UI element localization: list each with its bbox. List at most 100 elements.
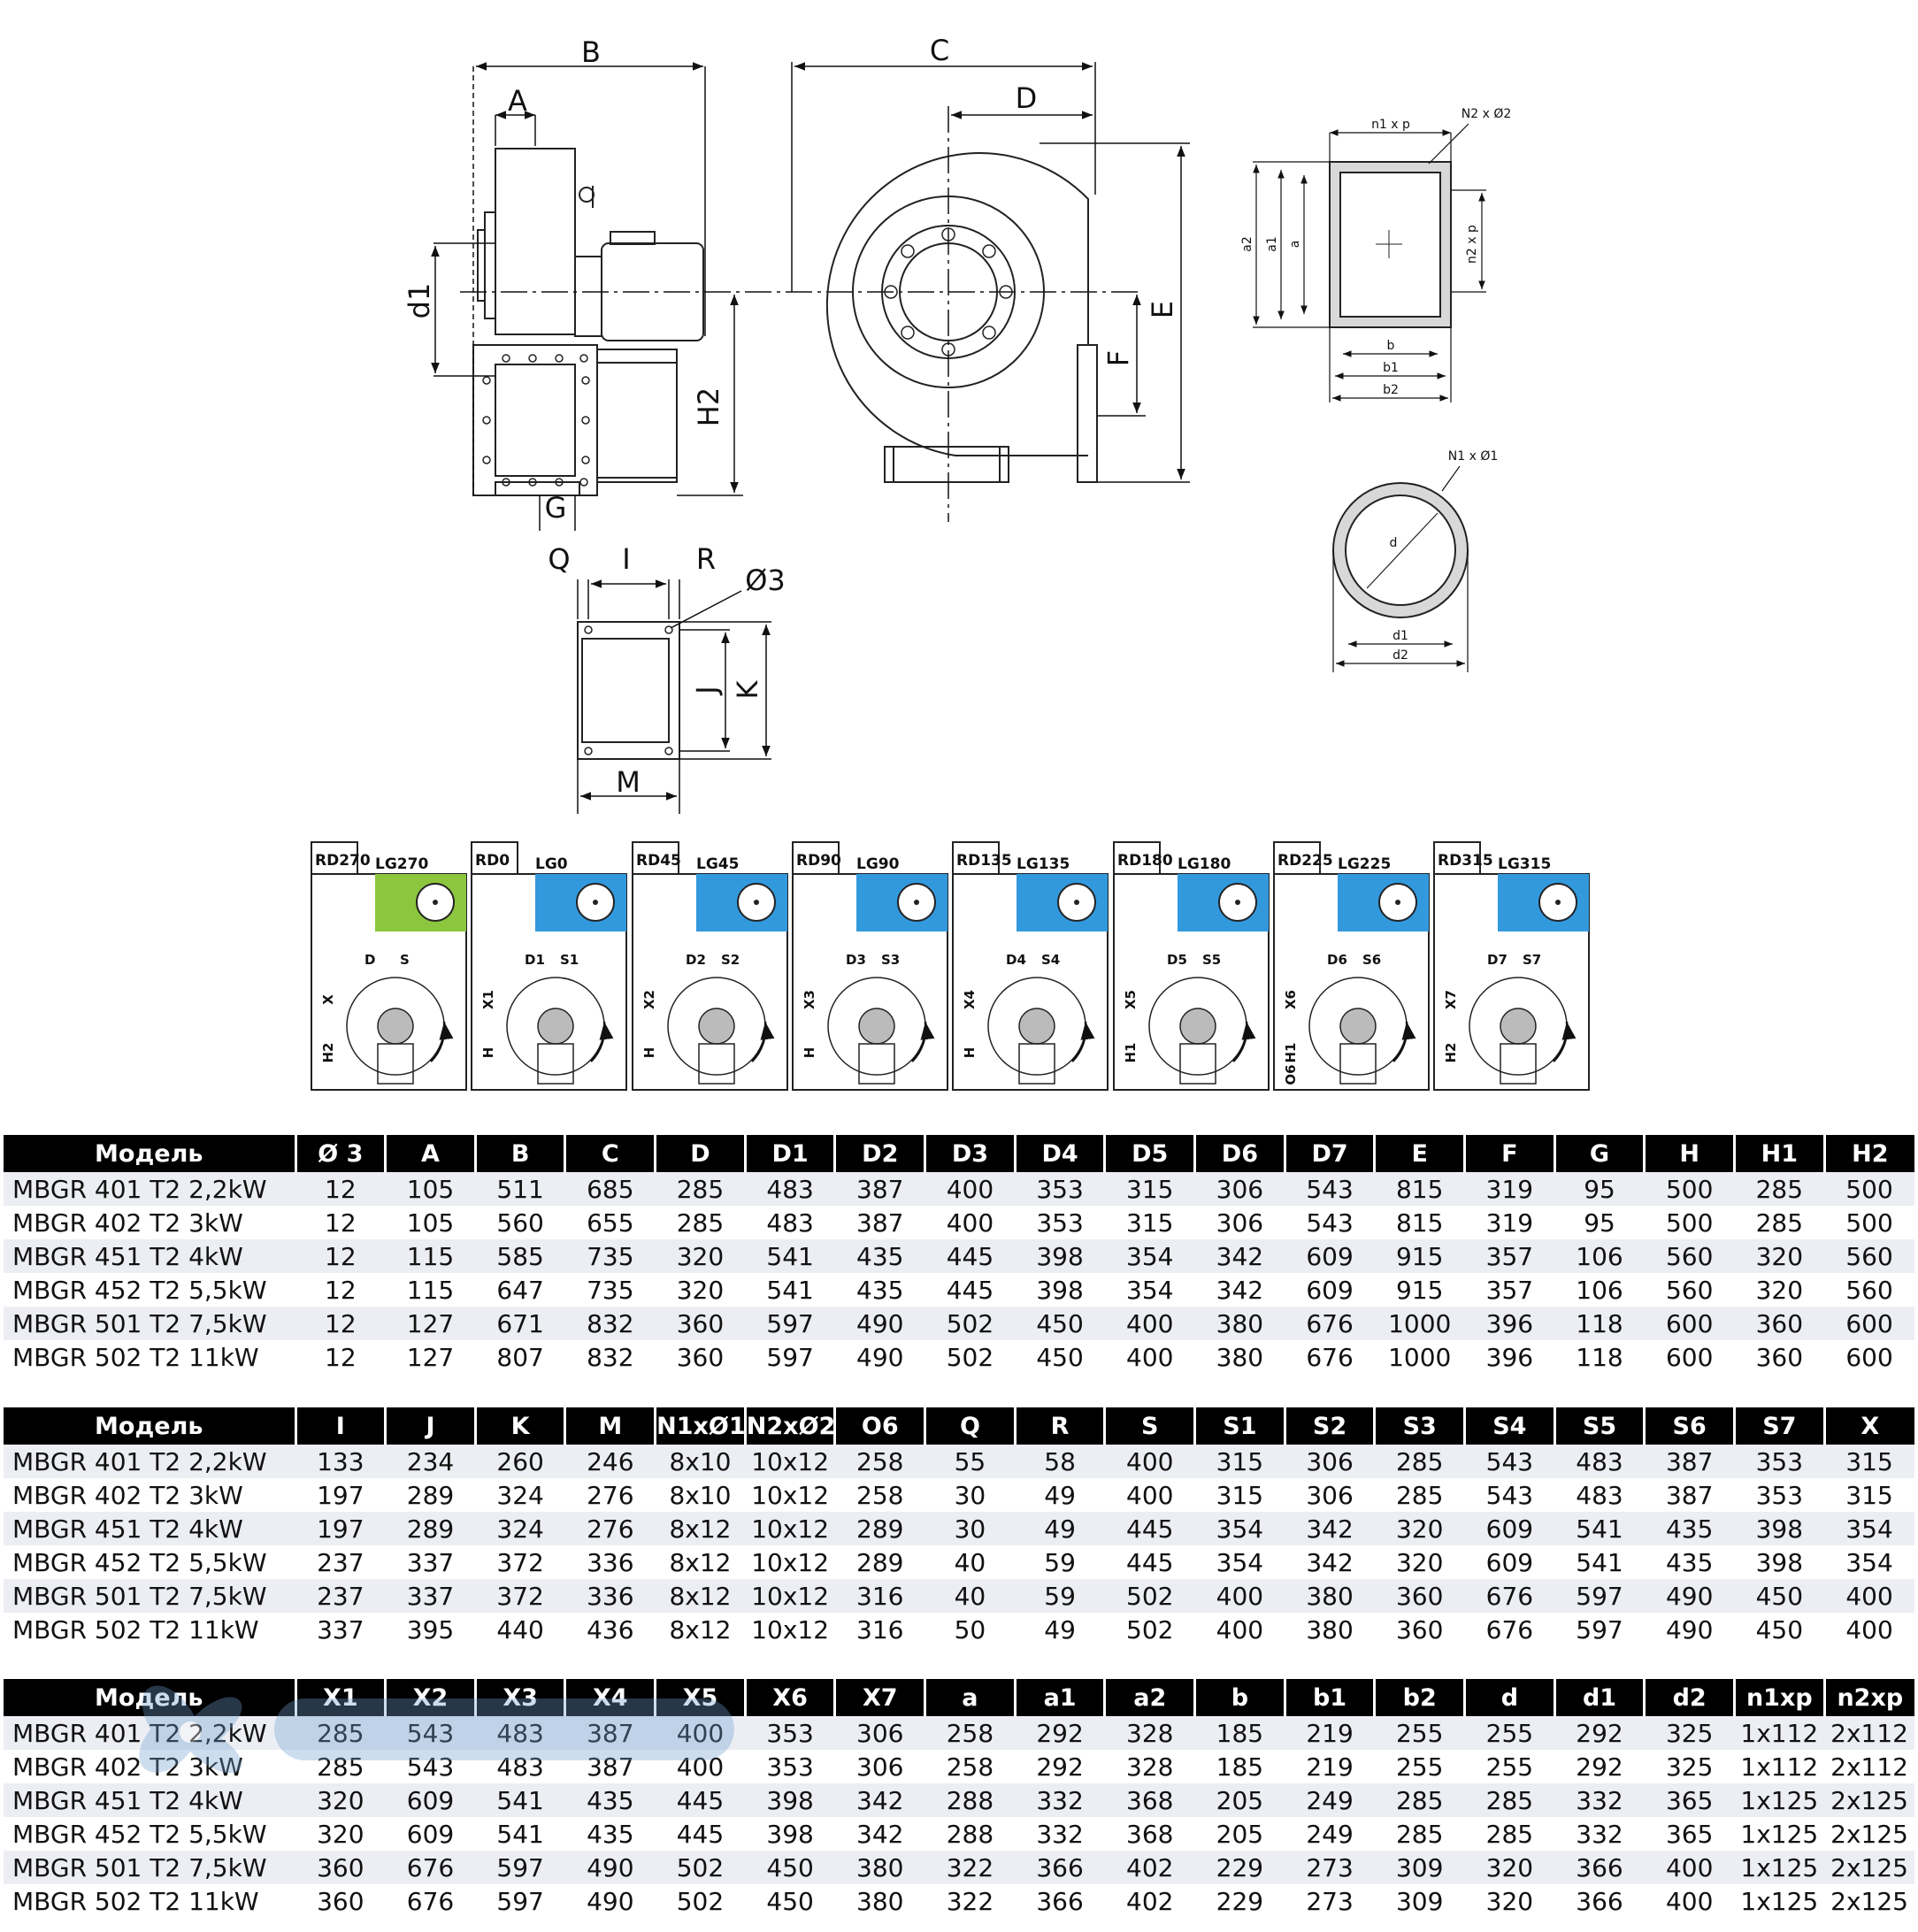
table-cell: 285 <box>1734 1172 1825 1206</box>
table-cell: 398 <box>1734 1545 1825 1579</box>
panel-rd-label: RD90 <box>796 852 841 870</box>
panel-dim-label: S6 <box>1362 952 1381 968</box>
table-cell: 541 <box>475 1783 565 1817</box>
table-cell: 585 <box>475 1239 565 1273</box>
column-header: X5 <box>655 1679 747 1716</box>
table-cell: 320 <box>1374 1512 1465 1545</box>
table-cell: 8x12 <box>655 1512 746 1545</box>
model-cell: MBGR 452 T2 5,5kW <box>4 1817 295 1851</box>
table-cell: 292 <box>1015 1750 1105 1783</box>
column-header: N1xØ1 <box>655 1407 747 1445</box>
panel-dim-label: H2 <box>1443 1043 1459 1063</box>
table-cell: 115 <box>385 1239 476 1273</box>
table-cell: 306 <box>1285 1478 1375 1512</box>
table-cell: 58 <box>1015 1445 1105 1478</box>
table-cell: 387 <box>1644 1478 1735 1512</box>
table-cell: 10x12 <box>745 1613 835 1646</box>
table-cell: 354 <box>1104 1273 1195 1307</box>
table-cell: 2x125 <box>1824 1817 1914 1851</box>
table-cell: 320 <box>655 1239 746 1273</box>
column-header: I <box>295 1407 387 1445</box>
column-header: Ø 3 <box>295 1135 387 1172</box>
table-cell: 387 <box>834 1206 925 1239</box>
table-cell: 12 <box>295 1206 386 1239</box>
table-cell: 10x12 <box>745 1579 835 1613</box>
panel-lg-label: LG135 <box>1017 855 1070 873</box>
column-header: F <box>1464 1135 1556 1172</box>
table-cell: 400 <box>1644 1851 1735 1884</box>
model-cell: MBGR 502 T2 11kW <box>4 1340 295 1374</box>
dim-label-D: D <box>1016 81 1038 115</box>
table-cell: 354 <box>1194 1545 1285 1579</box>
base-frame-drawing <box>577 621 680 760</box>
dim-label-J: J <box>690 686 724 695</box>
model-cell: MBGR 402 T2 3kW <box>4 1206 295 1239</box>
table-cell: 807 <box>475 1340 565 1374</box>
front-view-dimensions <box>791 62 1190 522</box>
table-cell: 49 <box>1015 1512 1105 1545</box>
table-cell: 324 <box>475 1478 565 1512</box>
table-cell: 445 <box>1104 1545 1195 1579</box>
table-cell: 436 <box>564 1613 656 1646</box>
panel-dim-label: D3 <box>846 952 866 968</box>
table-cell: 285 <box>1374 1445 1465 1478</box>
rotation-arrow-icon <box>751 1021 775 1062</box>
table-cell: 258 <box>834 1478 925 1512</box>
table-cell: 197 <box>295 1512 386 1545</box>
dim-label-N1xO1: N1 x Ø1 <box>1448 449 1499 464</box>
dim-label-H2: H2 <box>692 387 725 426</box>
column-header: S4 <box>1464 1407 1556 1445</box>
table-cell: 288 <box>924 1783 1016 1817</box>
dim-label-N2xO2: N2 x Ø2 <box>1462 107 1512 121</box>
fan-base <box>377 1043 414 1085</box>
table-cell: 246 <box>564 1445 656 1478</box>
table-cell: 445 <box>655 1817 746 1851</box>
table-cell: 292 <box>1015 1716 1105 1750</box>
panel-dim-label: H <box>480 1047 496 1059</box>
panel-rd-box <box>792 841 840 875</box>
table-cell: 600 <box>1644 1307 1735 1340</box>
panel-dim-label: D <box>364 952 375 968</box>
table-cell: 229 <box>1194 1851 1285 1884</box>
rotation-arrow-icon <box>1553 1021 1577 1062</box>
rect-outlet-drawing <box>1329 161 1452 328</box>
orientation-icon-hub <box>593 900 598 905</box>
table-cell: 337 <box>295 1613 386 1646</box>
table-cell: 676 <box>385 1884 476 1918</box>
table-cell: 258 <box>924 1716 1016 1750</box>
fan-base <box>1500 1043 1537 1085</box>
table-cell: 237 <box>295 1579 386 1613</box>
table-cell: 8x10 <box>655 1478 746 1512</box>
panel-rd-label: RD135 <box>956 852 1012 870</box>
table-cell: 832 <box>564 1340 656 1374</box>
column-header: a2 <box>1104 1679 1197 1716</box>
table-cell: 395 <box>385 1613 476 1646</box>
table-cell: 450 <box>1734 1613 1825 1646</box>
table-cell: 502 <box>655 1851 746 1884</box>
table-cell: 336 <box>564 1579 656 1613</box>
table-cell: 118 <box>1554 1340 1645 1374</box>
panel-lg-label: LG45 <box>696 855 739 873</box>
table-cell: 609 <box>1464 1545 1555 1579</box>
dim-label-A: A <box>508 84 527 118</box>
table-cell: 398 <box>1734 1512 1825 1545</box>
model-cell: MBGR 402 T2 3kW <box>4 1478 295 1512</box>
table-cell: 360 <box>1734 1307 1825 1340</box>
panel-dim-label: S3 <box>881 952 900 968</box>
table-cell: 360 <box>655 1340 746 1374</box>
panel-dim-label: H <box>802 1047 817 1059</box>
panel-rd-label: RD45 <box>636 852 681 870</box>
table-cell: 354 <box>1104 1239 1195 1273</box>
table-cell: 400 <box>1824 1579 1914 1613</box>
table-cell: 285 <box>1734 1206 1825 1239</box>
panel-dim-label: S7 <box>1523 952 1541 968</box>
column-header: M <box>564 1407 657 1445</box>
panel-dim-label: O6 <box>1283 1064 1299 1085</box>
table-cell: 543 <box>385 1750 476 1783</box>
table-cell: 450 <box>745 1851 835 1884</box>
panel-dim-label: X7 <box>1443 990 1459 1009</box>
table-cell: 8x12 <box>655 1545 746 1579</box>
